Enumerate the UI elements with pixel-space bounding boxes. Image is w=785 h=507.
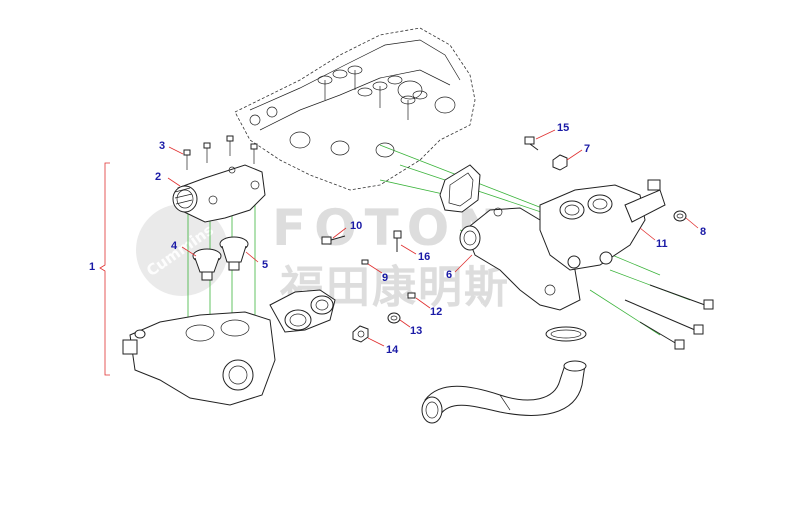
leader-lines (167, 129, 699, 347)
callouts: 1 2 3 4 5 6 7 8 9 10 11 12 13 14 15 16 (89, 122, 706, 356)
callout-7: 7 (584, 143, 590, 155)
long-bolts (624, 284, 714, 350)
callout-9: 9 (382, 272, 388, 284)
housing-item-11 (539, 179, 666, 271)
callout-6: 6 (446, 269, 452, 281)
callout-8: 8 (700, 226, 706, 238)
valve-springs (317, 65, 428, 120)
thermostat-item-4 (192, 248, 222, 281)
cylinder-head (234, 27, 476, 191)
callout-10: 10 (350, 220, 362, 232)
callout-13: 13 (410, 325, 422, 337)
callout-16: 16 (418, 251, 430, 263)
washer-item-13 (387, 312, 401, 324)
thermostat-item-5 (219, 236, 249, 271)
nut-item-14 (352, 325, 369, 343)
small-fasteners (321, 136, 687, 343)
assembly-bracket (99, 162, 110, 376)
callout-4: 4 (171, 240, 178, 252)
bolt-item-16 (393, 230, 402, 252)
thermostat-housing (172, 164, 266, 223)
pin-item-9 (361, 259, 369, 265)
callout-12: 12 (430, 306, 442, 318)
lower-housing-assembly (122, 289, 336, 406)
washer-item-8 (673, 210, 687, 222)
callout-14: 14 (386, 344, 399, 356)
gasket (439, 164, 481, 213)
callout-1: 1 (89, 261, 95, 273)
callout-3: 3 (159, 140, 165, 152)
callout-11: 11 (656, 238, 668, 250)
bolt-item-15 (524, 136, 539, 151)
bolt-item-10 (321, 235, 346, 245)
plug-item-12 (407, 292, 416, 299)
hose-clamp (545, 326, 587, 342)
callout-15: 15 (557, 122, 569, 134)
callout-5: 5 (262, 259, 268, 271)
bolts-item-3 (183, 135, 258, 170)
plug-item-7 (552, 154, 568, 171)
callout-2: 2 (155, 171, 161, 183)
water-pipe (421, 360, 587, 424)
